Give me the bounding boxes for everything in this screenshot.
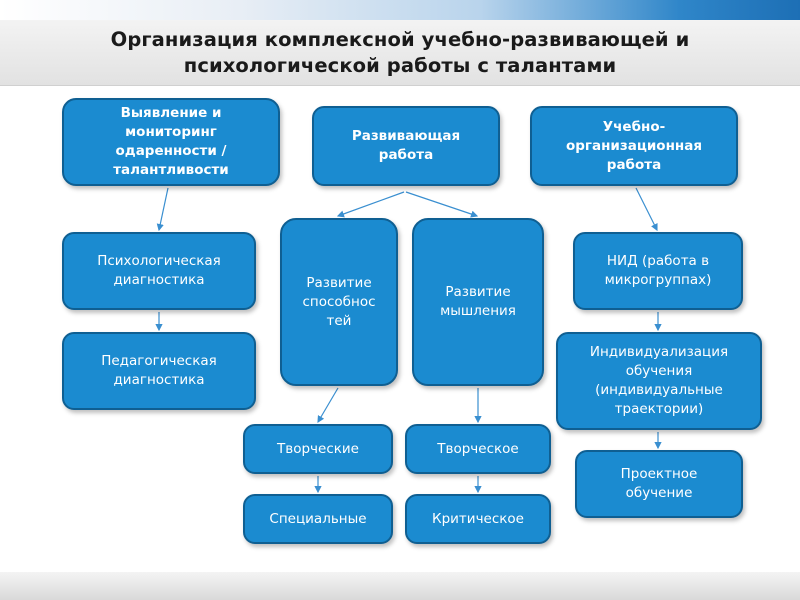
- box-creative-abilities: Творческие: [243, 424, 393, 474]
- connector-abilities-to-creative: [317, 387, 339, 424]
- box-educational-organizational-work: Учебно- организационная работа: [530, 106, 738, 186]
- box-pedagogical-diagnostics: Педагогическая диагностика: [62, 332, 256, 410]
- box-identification-monitoring: Выявление и мониторинг одаренности / тал…: [62, 98, 280, 186]
- title-band: Организация комплексной учебно-развивающ…: [0, 20, 800, 86]
- box-creative-thinking: Творческое: [405, 424, 551, 474]
- box-psychological-diagnostics: Психологическая диагностика: [62, 232, 256, 310]
- box-individualization: Индивидуализация обучения (индивидуальны…: [556, 332, 762, 430]
- box-abilities-development: Развитие способнос тей: [280, 218, 398, 386]
- connector-top-right-to-nid: [635, 187, 658, 232]
- box-developmental-work: Развивающая работа: [312, 106, 500, 186]
- box-critical-thinking: Критическое: [405, 494, 551, 544]
- connector-center-to-abilities: [336, 191, 405, 218]
- connector-top-left-to-psych: [156, 187, 169, 232]
- box-thinking-development: Развитие мышления: [412, 218, 544, 386]
- box-project-learning: Проектное обучение: [575, 450, 743, 518]
- slide-title: Организация комплексной учебно-развивающ…: [110, 27, 690, 77]
- top-accent-bar: [0, 0, 800, 20]
- bottom-bar: [0, 572, 800, 600]
- box-special-abilities: Специальные: [243, 494, 393, 544]
- connector-center-to-thinking: [405, 191, 479, 218]
- box-nid-microgroups: НИД (работа в микрогруппах): [573, 232, 743, 310]
